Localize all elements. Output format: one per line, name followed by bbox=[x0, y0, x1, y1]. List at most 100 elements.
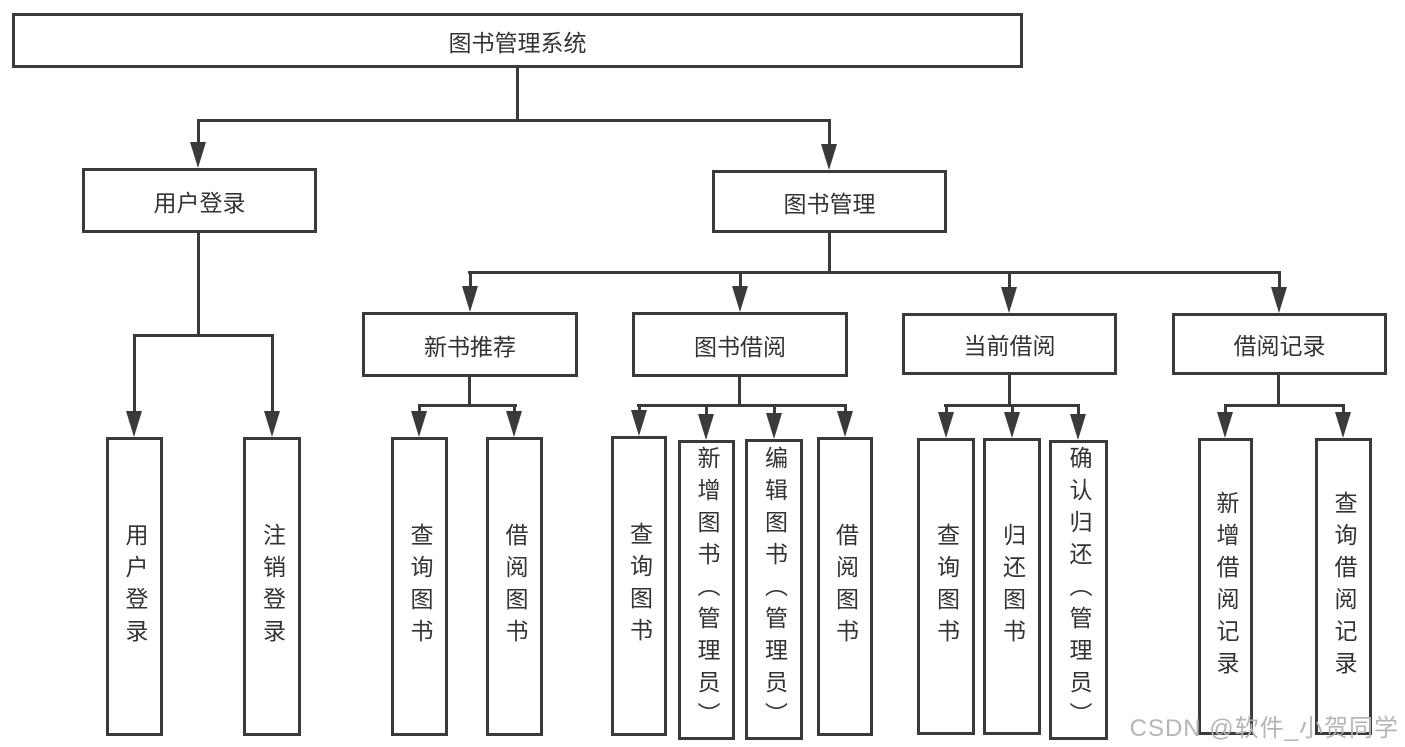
leaf-edit-books-admin-label: 编辑图书（管理员） bbox=[761, 445, 788, 734]
leaf-query-books-current: 查询图书 bbox=[917, 438, 975, 735]
arrow-down-icon bbox=[938, 412, 954, 438]
connector-stem bbox=[828, 119, 831, 150]
connector-line bbox=[1008, 375, 1011, 407]
connector-arrow bbox=[264, 336, 281, 437]
connector-stem bbox=[705, 404, 708, 420]
connector-line bbox=[738, 377, 741, 407]
leaf-add-books-admin: 新增图书（管理员） bbox=[678, 440, 735, 740]
leaf-query-borrow-record: 查询借阅记录 bbox=[1315, 438, 1372, 735]
connector-line bbox=[197, 119, 831, 122]
leaf-borrow-books-recommend: 借阅图书 bbox=[486, 437, 543, 736]
leaf-user-login-label: 用户登录 bbox=[122, 522, 148, 651]
connector-line bbox=[828, 233, 831, 274]
connector-stem bbox=[1278, 271, 1281, 293]
node-current-borrowing: 当前借阅 bbox=[902, 313, 1117, 375]
connector-arrow bbox=[1004, 404, 1021, 438]
leaf-query-books-recommend-label: 查询图书 bbox=[407, 522, 433, 651]
connector-stem bbox=[133, 336, 136, 417]
arrow-down-icon bbox=[1070, 414, 1086, 440]
node-root: 图书管理系统 bbox=[12, 13, 1023, 68]
leaf-borrow-books-borrowing-label: 借阅图书 bbox=[832, 522, 859, 651]
connector-stem bbox=[513, 404, 516, 417]
node-user-login-label: 用户登录 bbox=[153, 189, 246, 216]
leaf-query-borrow-record-label: 查询借阅记录 bbox=[1331, 490, 1357, 683]
leaf-confirm-return-admin-label: 确认归还（管理员） bbox=[1066, 446, 1092, 734]
arrow-down-icon bbox=[698, 414, 714, 440]
node-book-borrowing: 图书借阅 bbox=[632, 312, 848, 377]
leaf-query-books-borrowing-label: 查询图书 bbox=[626, 522, 653, 650]
leaf-query-books-recommend: 查询图书 bbox=[391, 437, 448, 736]
arrow-down-icon bbox=[1004, 412, 1020, 438]
connector-arrow bbox=[837, 404, 854, 437]
connector-line bbox=[1224, 404, 1345, 407]
arrow-down-icon bbox=[732, 286, 748, 312]
node-borrow-records-label: 借阅记录 bbox=[1233, 333, 1326, 359]
connector-stem bbox=[1077, 404, 1080, 420]
arrow-down-icon bbox=[766, 413, 782, 439]
leaf-add-borrow-record: 新增借阅记录 bbox=[1198, 438, 1253, 735]
csdn-watermark: CSDN @软件_小贺同学 bbox=[1129, 715, 1399, 742]
node-book-management: 图书管理 bbox=[712, 170, 947, 233]
leaf-add-books-admin-label: 新增图书（管理员） bbox=[694, 446, 720, 734]
node-current-borrowing-label: 当前借阅 bbox=[963, 333, 1056, 359]
arrow-down-icon bbox=[1001, 287, 1017, 313]
arrow-down-icon bbox=[821, 144, 837, 170]
connector-arrow bbox=[411, 404, 428, 437]
connector-line bbox=[418, 404, 517, 407]
arrow-down-icon bbox=[1271, 287, 1287, 313]
connector-stem bbox=[1011, 404, 1014, 418]
arrow-down-icon bbox=[462, 286, 478, 312]
leaf-user-login: 用户登录 bbox=[106, 437, 163, 736]
arrow-down-icon bbox=[126, 411, 142, 437]
arrow-down-icon bbox=[1217, 412, 1233, 438]
connector-line bbox=[197, 233, 200, 337]
node-borrow-records: 借阅记录 bbox=[1172, 313, 1387, 375]
connector-arrow bbox=[1001, 271, 1018, 313]
arrow-down-icon bbox=[506, 411, 522, 437]
connector-arrow bbox=[938, 404, 955, 438]
node-new-book-recommend: 新书推荐 bbox=[362, 312, 578, 377]
leaf-edit-books-admin: 编辑图书（管理员） bbox=[745, 439, 803, 740]
node-user-login: 用户登录 bbox=[82, 168, 317, 233]
connector-arrow bbox=[1070, 404, 1087, 440]
leaf-logout-label: 注销登录 bbox=[259, 522, 286, 651]
connector-stem bbox=[773, 404, 776, 419]
connector-stem bbox=[1224, 404, 1227, 418]
arrow-down-icon bbox=[190, 142, 206, 168]
connector-arrow bbox=[1217, 404, 1234, 438]
arrow-down-icon bbox=[631, 410, 647, 436]
connector-stem bbox=[197, 119, 200, 148]
connector-arrow bbox=[698, 404, 715, 440]
connector-arrow bbox=[766, 404, 783, 439]
leaf-confirm-return-admin: 确认归还（管理员） bbox=[1049, 440, 1108, 740]
connector-line bbox=[1277, 375, 1280, 407]
connector-stem bbox=[945, 404, 948, 418]
connector-arrow bbox=[631, 404, 648, 436]
leaf-add-borrow-record-label: 新增借阅记录 bbox=[1213, 490, 1239, 683]
connector-stem bbox=[469, 271, 472, 292]
connector-stem bbox=[844, 404, 847, 417]
leaf-borrow-books-borrowing: 借阅图书 bbox=[817, 437, 873, 736]
connector-stem bbox=[418, 404, 421, 417]
connector-arrow bbox=[126, 336, 143, 437]
connector-stem bbox=[1008, 271, 1011, 293]
node-book-borrowing-label: 图书借阅 bbox=[694, 333, 786, 360]
connector-arrow bbox=[732, 271, 749, 312]
node-book-management-label: 图书管理 bbox=[783, 190, 876, 217]
leaf-logout: 注销登录 bbox=[243, 437, 301, 736]
connector-line bbox=[468, 271, 1281, 274]
connector-stem bbox=[1342, 404, 1345, 418]
arrow-down-icon bbox=[411, 411, 427, 437]
connector-arrow bbox=[1335, 404, 1352, 438]
connector-stem bbox=[271, 336, 274, 417]
leaf-query-books-current-label: 查询图书 bbox=[933, 522, 960, 651]
node-new-book-recommend-label: 新书推荐 bbox=[424, 333, 516, 360]
connector-arrow bbox=[821, 119, 838, 170]
node-root-label: 图书管理系统 bbox=[448, 29, 587, 56]
arrow-down-icon bbox=[1335, 412, 1351, 438]
leaf-return-books: 归还图书 bbox=[983, 438, 1041, 735]
connector-arrow bbox=[506, 404, 523, 437]
connector-arrow bbox=[190, 119, 207, 168]
arrow-down-icon bbox=[837, 411, 853, 437]
